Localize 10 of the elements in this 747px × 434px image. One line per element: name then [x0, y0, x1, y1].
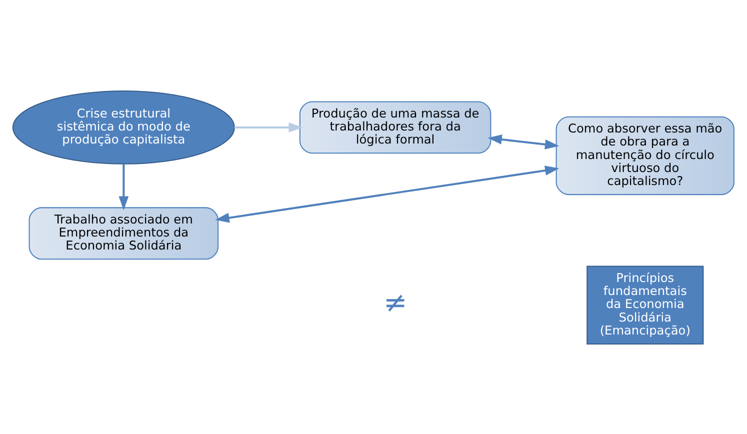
node-box: Produção de uma massa de trabalhadores fora da lógica formal: [299, 100, 492, 154]
label: ≠: [383, 286, 408, 319]
arrow: [488, 134, 560, 149]
arrow: [118, 163, 129, 210]
arrow: [234, 122, 303, 132]
node-box: Princípios fundamentais da Economia Solidária (Emancipação): [586, 265, 704, 344]
node-ellipse: Crise estrutural sistêmica do modo de produção capitalista: [12, 90, 235, 164]
node-box: Trabalho associado em Empreendimentos da Economia Solidária: [28, 206, 219, 260]
arrow: [215, 165, 560, 222]
node-box: Como absorver essa mão de obra para a manutenção do círculo virtuoso do capitalismo?: [556, 116, 734, 195]
